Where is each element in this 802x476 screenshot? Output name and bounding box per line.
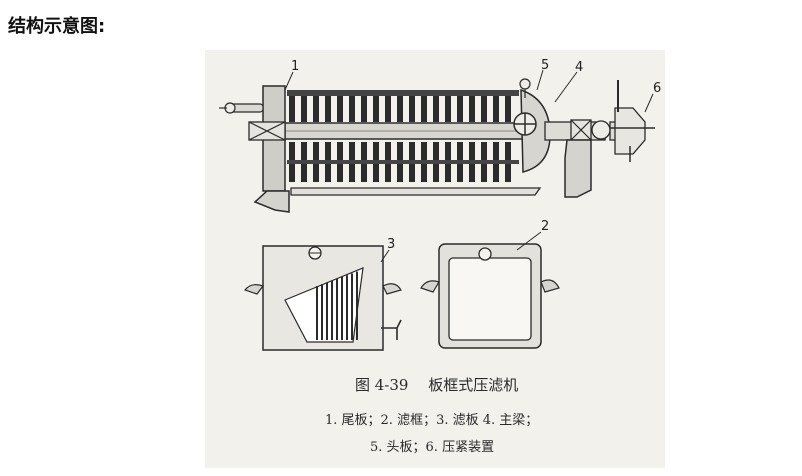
tail-plate [219,85,290,213]
label-main-beam: 4 [575,60,583,75]
plate-tooth-upper [301,90,307,122]
label-pressing-device: 6 [653,81,661,96]
pressing-device [609,80,655,162]
plate-tooth-upper [385,90,391,122]
drip-tray [290,187,542,196]
plate-tooth-upper [445,90,451,122]
plate-tooth-upper [397,90,403,122]
plate-tooth-upper [409,90,415,122]
plate-tooth-upper [337,90,343,122]
figure-caption: 图 4-39 板框式压滤机 [355,376,519,394]
filter-plate-ribs [316,271,358,340]
plate-tooth-upper [361,90,367,122]
plate-tooth-upper [493,90,499,122]
filter-plates-upper [289,90,511,122]
right-leg [564,139,592,198]
filter-plate-detail: 3 [244,237,402,351]
head-plate [513,78,551,173]
plate-tooth-upper [373,90,379,122]
plate-tooth-upper [469,90,475,122]
pressing-block [570,119,611,141]
plate-tooth-upper [349,90,355,122]
plate-tooth-upper [313,90,319,122]
filter-press-side-view: 1 5 4 6 [219,58,661,213]
page-heading: 结构示意图: [8,16,106,37]
plate-tooth-upper [421,90,427,122]
legend-line-1: 1. 尾板；2. 滤框；3. 滤板 4. 主梁； [325,413,539,428]
plate-tooth-upper [289,90,295,122]
legend-line-2: 5. 头板；6. 压紧装置 [370,440,495,455]
filter-frame-detail: 2 [420,219,560,349]
filter-press-diagram: 1 5 4 6 3 2 [219,58,661,351]
plate-tooth-upper [433,90,439,122]
label-tail-plate: 1 [291,59,299,74]
plate-tooth-upper [457,90,463,122]
label-filter-plate: 3 [387,237,395,252]
label-filter-frame: 2 [541,219,549,234]
plate-tooth-upper [481,90,487,122]
label-head-plate: 5 [541,58,549,73]
plate-tooth-upper [505,90,511,122]
plate-tooth-upper [325,90,331,122]
